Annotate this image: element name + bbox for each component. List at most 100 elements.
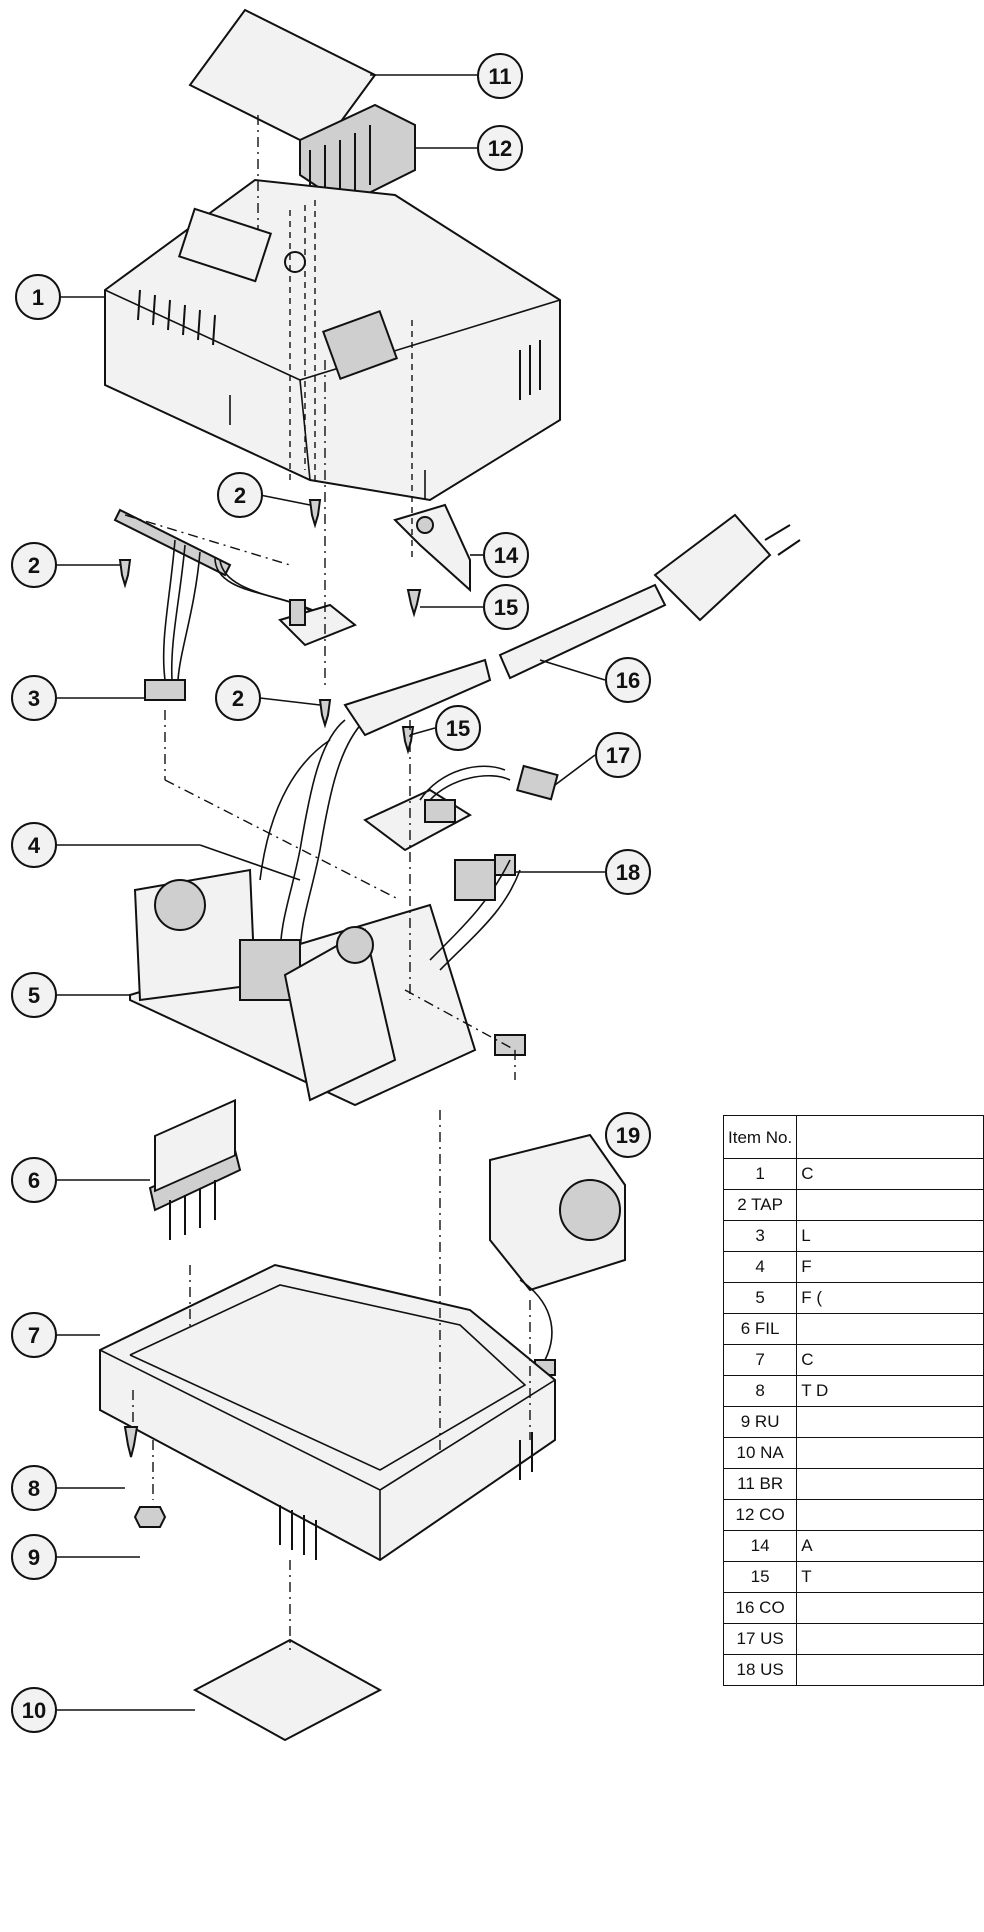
row-item: 14	[722, 1530, 798, 1562]
callout-15-b: 15	[435, 705, 481, 751]
row-item: 9 RU	[722, 1406, 798, 1438]
callout-2-b: 2	[11, 542, 57, 588]
callout-16-label: 16	[616, 668, 640, 693]
callout-6-label: 6	[28, 1168, 40, 1193]
table-row: 18 US	[722, 1654, 984, 1686]
callout-19-label: 19	[616, 1123, 640, 1148]
callout-11-label: 11	[488, 64, 511, 89]
part-15-screw-lower	[401, 726, 415, 755]
row-desc: T	[796, 1561, 984, 1593]
part-7-bottom-case	[99, 1263, 556, 1562]
callout-5: 5	[11, 972, 57, 1018]
callout-8-label: 8	[28, 1476, 40, 1501]
row-desc	[796, 1623, 984, 1655]
callout-17-label: 17	[606, 743, 630, 768]
row-item: 4	[722, 1251, 798, 1283]
row-item: 11 BR	[722, 1468, 798, 1500]
callout-9: 9	[11, 1534, 57, 1580]
part-7-vents	[279, 1432, 533, 1560]
callout-17: 17	[595, 732, 641, 778]
callout-7: 7	[11, 1312, 57, 1358]
callout-10-label: 10	[22, 1698, 46, 1723]
row-item: 2 TAP	[722, 1189, 798, 1221]
row-item: 18 US	[722, 1654, 798, 1686]
part-9-rubber-foot	[133, 1506, 167, 1528]
part-8-screw	[123, 1426, 139, 1458]
part-18-usb-board	[363, 765, 516, 876]
table-row: 6 FIL	[722, 1313, 984, 1345]
callout-12-label: 12	[488, 136, 512, 161]
row-desc	[796, 1654, 984, 1686]
row-desc	[796, 1499, 984, 1531]
callout-15-a-label: 15	[494, 595, 518, 620]
table-row: 2 TAP	[722, 1189, 984, 1221]
row-item: 16 CO	[722, 1592, 798, 1624]
row-item: 5	[722, 1282, 798, 1314]
callout-4-label: 4	[28, 833, 41, 858]
callout-7-label: 7	[28, 1323, 40, 1348]
parts-table-header: Item No.	[722, 1115, 984, 1159]
row-desc: T D	[796, 1375, 984, 1407]
row-desc: F (	[796, 1282, 984, 1314]
callout-2-c-label: 2	[232, 686, 244, 711]
header-description	[796, 1115, 984, 1159]
part-15-screw-upper	[406, 589, 422, 618]
part-14-bracket	[393, 503, 471, 593]
callout-4: 4	[11, 822, 57, 868]
part-16-power-cord	[279, 513, 801, 961]
callout-1: 1	[15, 274, 61, 320]
row-desc	[796, 1468, 984, 1500]
row-desc	[796, 1189, 984, 1221]
callout-10: 10	[11, 1687, 57, 1733]
table-row: 9 RU	[722, 1406, 984, 1438]
row-desc: A	[796, 1530, 984, 1562]
callout-12: 12	[477, 125, 523, 171]
row-desc: F	[796, 1251, 984, 1283]
part-10-nameplate	[192, 1638, 383, 1742]
part-1-vents	[137, 289, 541, 400]
row-item: 8	[722, 1375, 798, 1407]
part-17-usb-connector	[515, 764, 559, 801]
callout-15-b-label: 15	[446, 716, 470, 741]
header-item-no: Item No.	[722, 1115, 798, 1159]
callout-9-label: 9	[28, 1545, 40, 1570]
callout-11: 11	[477, 53, 523, 99]
row-item: 17 US	[722, 1623, 798, 1655]
row-desc	[796, 1406, 984, 1438]
row-item: 10 NA	[722, 1437, 798, 1469]
callout-2-c: 2	[215, 675, 261, 721]
callout-3-label: 3	[28, 686, 40, 711]
row-desc	[796, 1437, 984, 1469]
row-item: 15	[722, 1561, 798, 1593]
callout-16: 16	[605, 657, 651, 703]
row-item: 3	[722, 1220, 798, 1252]
callout-3: 3	[11, 675, 57, 721]
table-row: 16 CO	[722, 1592, 984, 1624]
callout-14: 14	[483, 532, 529, 578]
callout-8: 8	[11, 1465, 57, 1511]
table-row: 11 BR	[722, 1468, 984, 1500]
table-row: 17 US	[722, 1623, 984, 1655]
part-12-cover	[299, 103, 416, 207]
callout-2-a: 2	[217, 472, 263, 518]
row-item: 6 FIL	[722, 1313, 798, 1345]
part-2-screws	[118, 499, 332, 729]
row-desc: L	[796, 1220, 984, 1252]
row-desc	[796, 1313, 984, 1345]
row-desc: C	[796, 1158, 984, 1190]
table-row: 12 CO	[722, 1499, 984, 1531]
callout-19: 19	[605, 1112, 651, 1158]
row-desc: C	[796, 1344, 984, 1376]
part-1-top-case	[104, 178, 561, 502]
callout-14-label: 14	[494, 543, 519, 568]
callout-15-a: 15	[483, 584, 529, 630]
part-6-filter	[148, 1098, 242, 1240]
